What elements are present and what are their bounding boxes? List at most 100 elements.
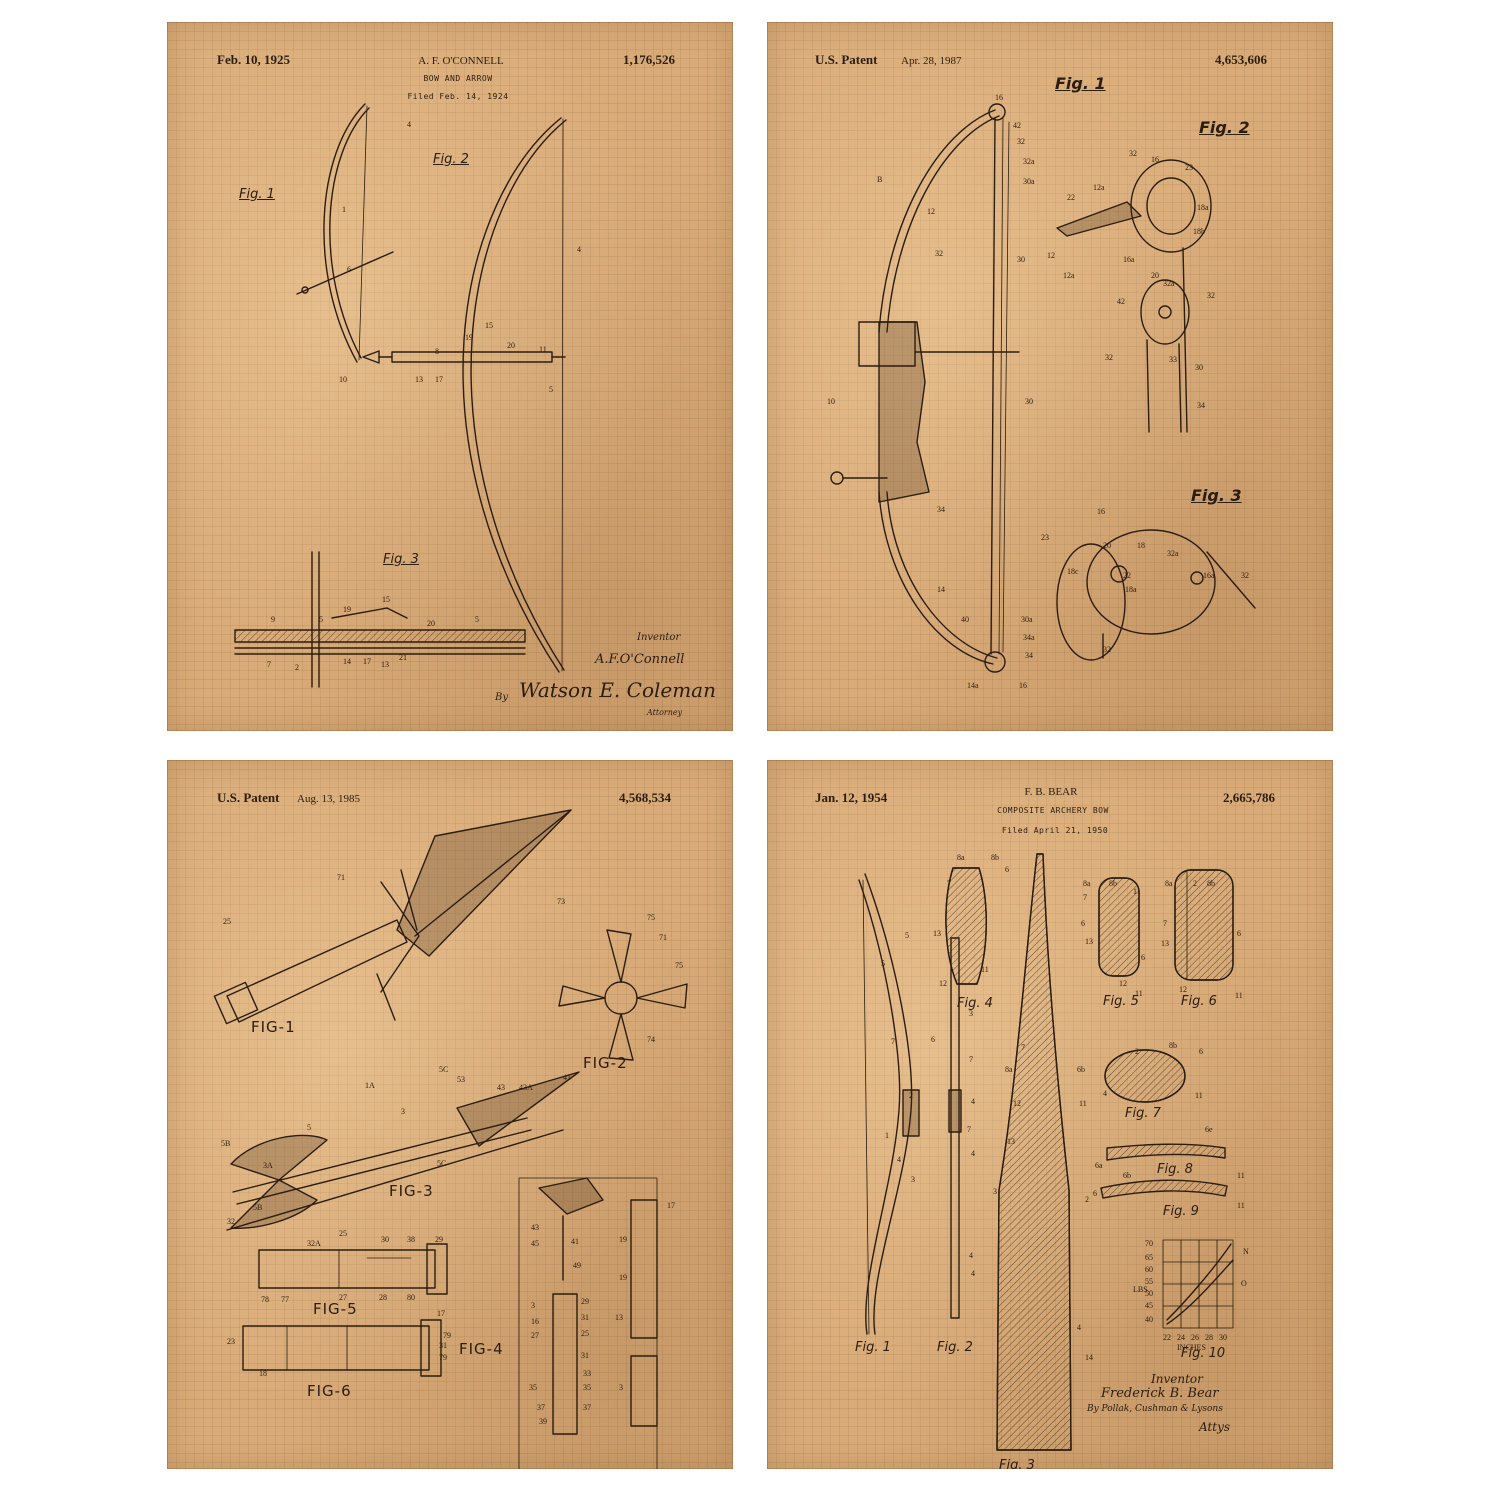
patent-prefix: U.S. Patent bbox=[815, 52, 878, 67]
svg-text:34: 34 bbox=[937, 505, 945, 514]
svg-text:41: 41 bbox=[563, 1073, 571, 1082]
svg-text:22: 22 bbox=[1163, 1333, 1171, 1342]
svg-text:18c: 18c bbox=[1067, 567, 1079, 576]
svg-text:7: 7 bbox=[967, 1125, 971, 1134]
inventor-signature: A.F.O'Connell bbox=[595, 652, 685, 667]
svg-text:4: 4 bbox=[407, 120, 411, 129]
svg-text:16: 16 bbox=[531, 1317, 539, 1326]
svg-text:7: 7 bbox=[891, 1037, 895, 1046]
svg-text:73: 73 bbox=[557, 897, 565, 906]
svg-text:14: 14 bbox=[1085, 1353, 1093, 1362]
svg-text:3: 3 bbox=[969, 1009, 973, 1018]
svg-text:30: 30 bbox=[1025, 397, 1033, 406]
svg-text:5: 5 bbox=[881, 959, 885, 968]
svg-text:5C: 5C bbox=[439, 1065, 448, 1074]
svg-text:14a: 14a bbox=[967, 681, 979, 690]
svg-text:30: 30 bbox=[381, 1235, 389, 1244]
svg-text:75: 75 bbox=[675, 961, 683, 970]
svg-text:11: 11 bbox=[981, 965, 989, 974]
svg-text:31: 31 bbox=[581, 1313, 589, 1322]
patent-title: COMPOSITE ARCHERY BOW bbox=[997, 806, 1109, 815]
patent-date: Apr. 28, 1987 bbox=[901, 55, 962, 67]
patent-date: Aug. 13, 1985 bbox=[297, 793, 360, 805]
svg-text:45: 45 bbox=[531, 1239, 539, 1248]
svg-text:13: 13 bbox=[381, 660, 389, 669]
svg-text:32A: 32A bbox=[307, 1239, 321, 1248]
svg-text:24: 24 bbox=[1177, 1333, 1185, 1342]
svg-text:13: 13 bbox=[615, 1313, 623, 1322]
svg-text:6: 6 bbox=[1141, 953, 1145, 962]
figure-label: FIG-2 bbox=[583, 1054, 628, 1072]
svg-text:6: 6 bbox=[931, 1035, 935, 1044]
svg-text:75: 75 bbox=[647, 913, 655, 922]
svg-text:31: 31 bbox=[581, 1351, 589, 1360]
svg-text:18: 18 bbox=[1137, 541, 1145, 550]
svg-text:19: 19 bbox=[465, 333, 473, 342]
figure-label: Fig. 1 bbox=[855, 1340, 891, 1355]
svg-text:60: 60 bbox=[1145, 1265, 1153, 1274]
svg-text:13: 13 bbox=[1161, 939, 1169, 948]
svg-text:8a: 8a bbox=[1005, 1065, 1013, 1074]
svg-text:16: 16 bbox=[1151, 155, 1159, 164]
figure-label: Fig. 8 bbox=[1157, 1162, 1193, 1177]
svg-text:8b: 8b bbox=[991, 853, 999, 862]
svg-text:10: 10 bbox=[339, 375, 347, 384]
svg-text:2: 2 bbox=[295, 663, 299, 672]
attorney-label: Attorney bbox=[647, 708, 683, 717]
svg-text:19: 19 bbox=[619, 1235, 627, 1244]
svg-text:14: 14 bbox=[343, 657, 351, 666]
svg-text:37: 37 bbox=[583, 1403, 591, 1412]
svg-text:32a: 32a bbox=[1023, 157, 1035, 166]
figure-label: Fig. 7 bbox=[1125, 1106, 1161, 1121]
svg-text:30: 30 bbox=[1219, 1333, 1227, 1342]
svg-text:40: 40 bbox=[1145, 1315, 1153, 1324]
svg-text:30: 30 bbox=[1195, 363, 1203, 372]
by-label: By bbox=[495, 692, 508, 703]
svg-text:13: 13 bbox=[933, 929, 941, 938]
svg-text:4: 4 bbox=[971, 1269, 975, 1278]
svg-text:42: 42 bbox=[1117, 297, 1125, 306]
svg-text:50: 50 bbox=[1145, 1289, 1153, 1298]
svg-text:70: 70 bbox=[1145, 1239, 1153, 1248]
svg-text:8: 8 bbox=[435, 347, 439, 356]
patent-print-bow-and-arrow: Feb. 10, 1925 A. F. O'CONNELL BOW AND AR… bbox=[167, 22, 733, 731]
svg-text:16: 16 bbox=[1097, 507, 1105, 516]
svg-text:20: 20 bbox=[427, 619, 435, 628]
figure-label: Fig. 4 bbox=[957, 996, 993, 1011]
svg-text:6b: 6b bbox=[1077, 1065, 1085, 1074]
svg-text:20: 20 bbox=[1151, 271, 1159, 280]
svg-text:5: 5 bbox=[319, 615, 323, 624]
svg-text:32: 32 bbox=[1129, 149, 1137, 158]
svg-text:12: 12 bbox=[927, 207, 935, 216]
svg-text:71: 71 bbox=[337, 873, 345, 882]
svg-text:34: 34 bbox=[1197, 401, 1205, 410]
patent-date: Jan. 12, 1954 bbox=[815, 790, 888, 805]
svg-text:7: 7 bbox=[969, 1055, 973, 1064]
svg-text:1: 1 bbox=[342, 205, 346, 214]
svg-text:8b: 8b bbox=[1109, 879, 1117, 888]
svg-text:37: 37 bbox=[537, 1403, 545, 1412]
svg-text:79: 79 bbox=[439, 1353, 447, 1362]
svg-text:11: 11 bbox=[1195, 1091, 1203, 1100]
svg-text:17: 17 bbox=[437, 1309, 445, 1318]
svg-text:12a: 12a bbox=[1063, 271, 1075, 280]
svg-text:74: 74 bbox=[647, 1035, 655, 1044]
svg-text:7: 7 bbox=[267, 660, 271, 669]
svg-text:8a: 8a bbox=[1165, 879, 1173, 888]
svg-text:55: 55 bbox=[1145, 1277, 1153, 1286]
svg-text:28: 28 bbox=[379, 1293, 387, 1302]
svg-text:B: B bbox=[877, 175, 882, 184]
figure-label: Fig. 3 bbox=[383, 552, 419, 567]
svg-text:78: 78 bbox=[261, 1295, 269, 1304]
svg-text:38: 38 bbox=[407, 1235, 415, 1244]
svg-text:43: 43 bbox=[497, 1083, 505, 1092]
svg-text:2: 2 bbox=[1135, 1047, 1139, 1056]
svg-text:6: 6 bbox=[1093, 1189, 1097, 1198]
svg-text:12: 12 bbox=[1119, 979, 1127, 988]
svg-text:3: 3 bbox=[993, 1187, 997, 1196]
svg-text:12a: 12a bbox=[1093, 183, 1105, 192]
figure-label: FIG-1 bbox=[251, 1018, 296, 1036]
figure-label: Fig. 6 bbox=[1181, 994, 1217, 1009]
